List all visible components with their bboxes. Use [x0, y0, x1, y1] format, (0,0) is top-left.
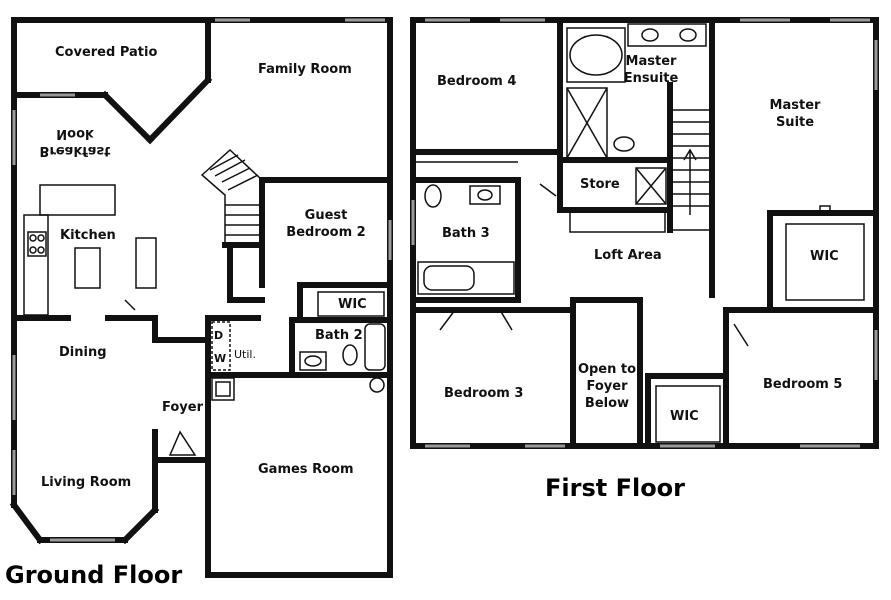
- open-to-foyer-line1: Open to: [577, 362, 637, 377]
- label-dryer: D: [214, 329, 224, 342]
- master-ensuite-line2: Ensuite: [623, 71, 679, 86]
- master-suite-line1: Master: [769, 98, 821, 113]
- guest-bedroom-line2: Bedroom 2: [286, 225, 366, 240]
- master-suite-line2: Suite: [775, 115, 815, 130]
- room-label-living-room: Living Room: [41, 475, 132, 490]
- ground-floor-title: Ground Floor: [5, 561, 183, 589]
- open-to-foyer-line3: Below: [584, 396, 630, 411]
- room-label-master-suite: Master Suite: [770, 97, 821, 131]
- first-floor-thin-lines: [413, 23, 865, 443]
- room-label-bedroom-5: Bedroom 5: [763, 377, 843, 392]
- room-label-bath-2: Bath 2: [315, 328, 363, 343]
- room-label-bath-3: Bath 3: [442, 226, 490, 241]
- room-label-loft-area: Loft Area: [594, 248, 662, 263]
- ground-floor-thin-lines: [23, 148, 386, 456]
- room-label-foyer: Foyer: [162, 400, 203, 415]
- room-label-family-room: Family Room: [258, 62, 352, 77]
- breakfast-nook-line2: Nook: [56, 126, 94, 141]
- room-label-open-to-foyer: Open to Foyer Below: [578, 361, 636, 412]
- first-floor-title: First Floor: [545, 474, 686, 502]
- room-label-bedroom-3: Bedroom 3: [444, 386, 524, 401]
- breakfast-nook-line1: Breakfast: [39, 143, 111, 158]
- room-label-store: Store: [580, 177, 620, 192]
- room-label-util: Util.: [234, 348, 256, 361]
- room-label-bedroom-4: Bedroom 4: [437, 74, 517, 89]
- first-floor-windows: [411, 18, 878, 448]
- room-label-breakfast-nook: Breakfast Nook: [40, 125, 111, 159]
- room-label-master-ensuite: Master Ensuite: [624, 53, 679, 87]
- room-label-covered-patio: Covered Patio: [55, 45, 158, 60]
- room-label-wic-master: WIC: [810, 249, 839, 264]
- master-ensuite-line1: Master: [625, 54, 677, 69]
- guest-bedroom-line1: Guest: [304, 208, 348, 223]
- room-label-wic-small: WIC: [670, 409, 699, 424]
- ground-floor-windows: [12, 18, 392, 542]
- open-to-foyer-line2: Foyer: [586, 379, 628, 394]
- room-label-kitchen: Kitchen: [60, 228, 116, 243]
- label-washer: W: [214, 352, 227, 365]
- ground-floor-walls: [9, 17, 393, 578]
- first-floor-walls: [410, 17, 879, 449]
- room-label-wic-ground: WIC: [338, 297, 367, 312]
- room-label-guest-bedroom-2: Guest Bedroom 2: [286, 207, 365, 241]
- room-label-games-room: Games Room: [258, 462, 354, 477]
- room-label-dining: Dining: [59, 345, 107, 360]
